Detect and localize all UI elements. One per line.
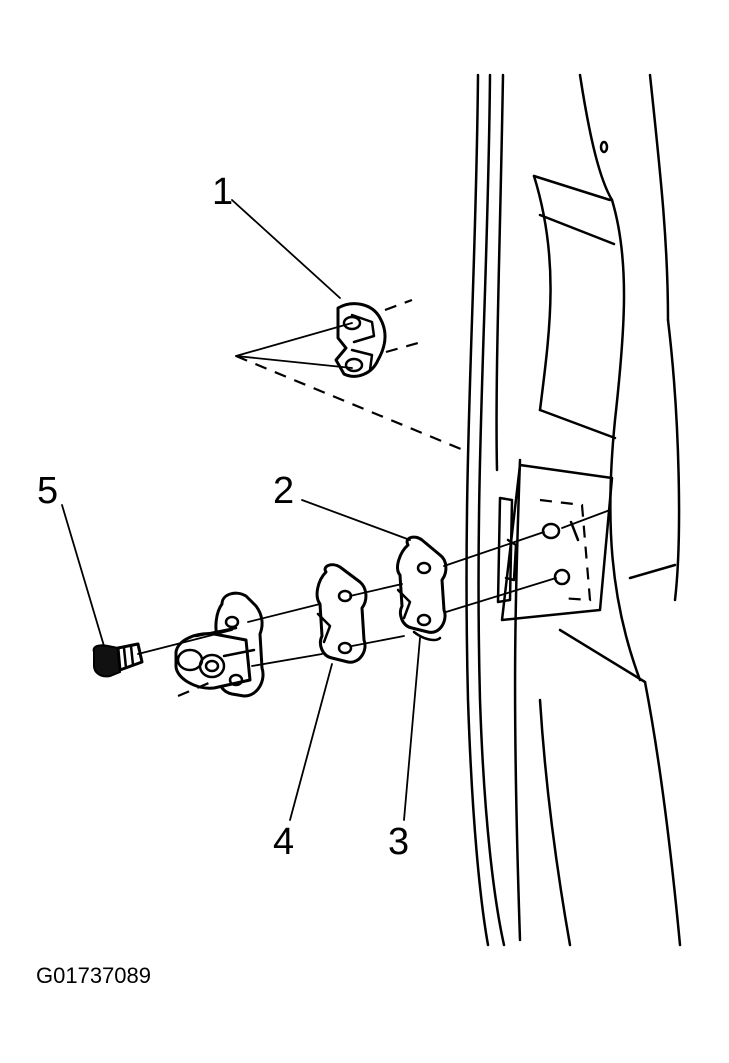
callout-1: 1 — [212, 171, 234, 213]
part-5-bolt — [61, 504, 144, 678]
door-pillar — [465, 73, 682, 947]
hinge-assembly — [174, 591, 265, 698]
hinge-mount-pocket — [496, 463, 614, 622]
callout-4: 4 — [273, 821, 295, 863]
part-1-guide-lines — [231, 199, 469, 454]
callout-3: 3 — [388, 821, 410, 863]
part-1-hinge-bushing — [334, 298, 419, 378]
figure-id: G01737089 — [36, 963, 151, 988]
callout-2: 2 — [273, 470, 295, 512]
assembly-guide-lines — [137, 509, 611, 667]
part-2-shim — [301, 499, 448, 634]
part-3-edge — [412, 630, 442, 642]
callout-5: 5 — [37, 470, 59, 512]
part-4-shim — [289, 563, 368, 821]
part-3-leader — [403, 637, 421, 821]
